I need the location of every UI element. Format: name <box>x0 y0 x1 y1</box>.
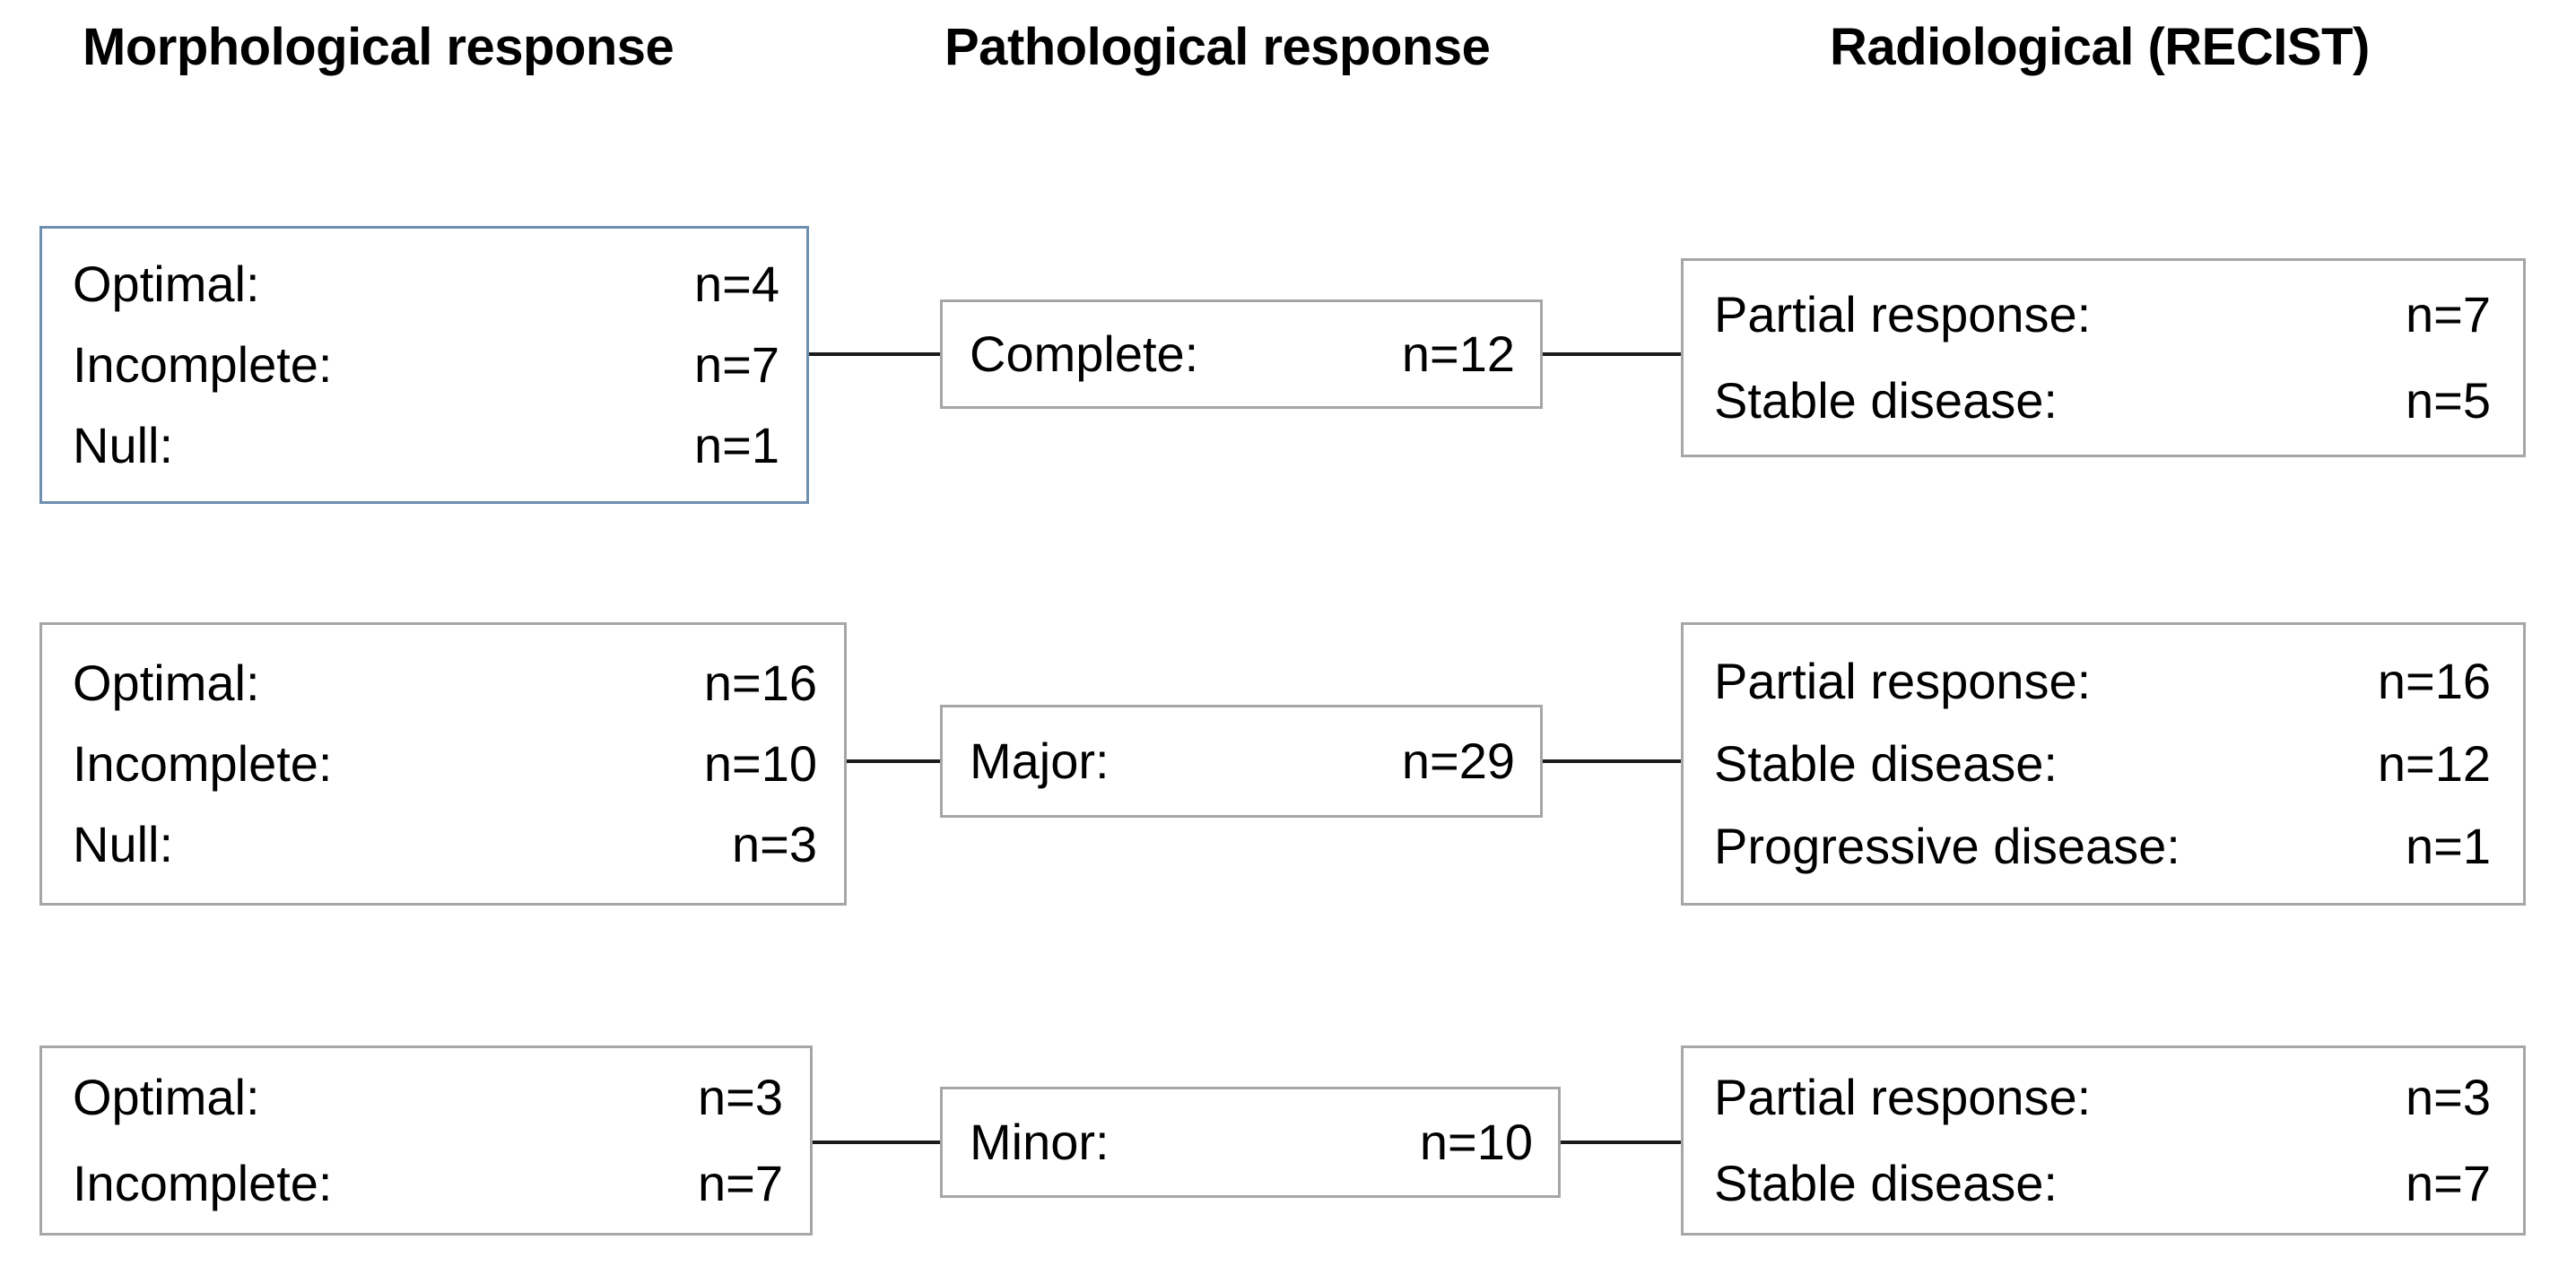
line-value: n=16 <box>703 655 817 711</box>
line-value: n=10 <box>703 735 817 792</box>
box-line: Partial response: n=7 <box>1714 290 2491 340</box>
box-pathological-major[interactable]: Major: n=29 <box>940 705 1543 818</box>
line-value: n=7 <box>698 1155 783 1211</box>
line-value: n=7 <box>2406 286 2491 343</box>
column-header-radiological: Radiological (RECIST) <box>1830 18 2370 76</box>
line-value: n=4 <box>694 256 779 312</box>
line-label: Minor: <box>970 1114 1110 1170</box>
line-value: n=12 <box>1401 325 1515 382</box>
box-line: Incomplete: n=10 <box>73 739 817 789</box>
line-value: n=3 <box>732 816 817 872</box>
box-morphological-minor[interactable]: Optimal: n=3 Incomplete: n=7 <box>39 1045 813 1236</box>
box-line: Stable disease: n=12 <box>1714 739 2491 789</box>
line-value: n=1 <box>694 417 779 473</box>
line-label: Stable disease: <box>1714 1155 2058 1211</box>
line-label: Optimal: <box>73 256 260 312</box>
line-label: Incomplete: <box>73 1155 333 1211</box>
box-line: Complete: n=12 <box>970 329 1515 379</box>
connector-morphological-to-pathological <box>805 759 944 763</box>
box-line: Optimal: n=3 <box>73 1072 783 1123</box>
line-value: n=5 <box>2406 372 2491 429</box>
box-pathological-complete[interactable]: Complete: n=12 <box>940 299 1543 409</box>
box-morphological-major[interactable]: Optimal: n=16 Incomplete: n=10 Null: n=3 <box>39 622 847 906</box>
box-morphological-complete[interactable]: Optimal: n=4 Incomplete: n=7 Null: n=1 <box>39 226 809 504</box>
flow-row-complete: Optimal: n=4 Incomplete: n=7 Null: n=1 C… <box>0 226 2576 504</box>
line-label: Partial response: <box>1714 286 2092 343</box>
line-label: Null: <box>73 816 174 872</box>
line-value: n=3 <box>2406 1069 2491 1125</box>
line-label: Stable disease: <box>1714 735 2058 792</box>
line-value: n=12 <box>2377 735 2491 792</box>
line-label: Incomplete: <box>73 735 333 792</box>
box-pathological-minor[interactable]: Minor: n=10 <box>940 1087 1561 1198</box>
line-value: n=1 <box>2406 818 2491 874</box>
line-label: Partial response: <box>1714 1069 2092 1125</box>
line-value: n=3 <box>698 1069 783 1125</box>
box-line: Null: n=1 <box>73 421 779 471</box>
line-value: n=7 <box>694 336 779 393</box>
box-line: Partial response: n=3 <box>1714 1072 2491 1123</box>
box-line: Progressive disease: n=1 <box>1714 821 2491 872</box>
flow-row-minor: Optimal: n=3 Incomplete: n=7 Minor: n=10… <box>0 1045 2576 1275</box>
box-line: Optimal: n=4 <box>73 259 779 309</box>
line-label: Optimal: <box>73 1069 260 1125</box>
box-line: Null: n=3 <box>73 820 817 870</box>
column-header-pathological: Pathological response <box>944 18 1491 76</box>
line-label: Partial response: <box>1714 653 2092 709</box>
line-value: n=7 <box>2406 1155 2491 1211</box>
box-line: Stable disease: n=7 <box>1714 1158 2491 1209</box>
line-value: n=16 <box>2377 653 2491 709</box>
box-radiological-major[interactable]: Partial response: n=16 Stable disease: n… <box>1681 622 2526 906</box>
line-label: Optimal: <box>73 655 260 711</box>
line-label: Null: <box>73 417 174 473</box>
box-radiological-complete[interactable]: Partial response: n=7 Stable disease: n=… <box>1681 258 2526 457</box>
column-header-morphological: Morphological response <box>83 18 674 76</box>
connector-pathological-to-radiological <box>1539 352 1684 356</box>
connector-pathological-to-radiological <box>1539 759 1684 763</box>
line-label: Major: <box>970 733 1110 789</box>
box-line: Stable disease: n=5 <box>1714 376 2491 426</box>
box-line: Minor: n=10 <box>970 1117 1533 1167</box>
line-label: Stable disease: <box>1714 372 2058 429</box>
line-label: Progressive disease: <box>1714 818 2180 874</box>
line-value: n=10 <box>1419 1114 1533 1170</box>
connector-morphological-to-pathological <box>805 1141 944 1144</box>
connector-pathological-to-radiological <box>1557 1141 1684 1144</box>
line-label: Complete: <box>970 325 1199 382</box>
box-line: Incomplete: n=7 <box>73 1158 783 1209</box>
line-value: n=29 <box>1401 733 1515 789</box>
box-radiological-minor[interactable]: Partial response: n=3 Stable disease: n=… <box>1681 1045 2526 1236</box>
line-label: Incomplete: <box>73 336 333 393</box>
box-line: Major: n=29 <box>970 736 1515 786</box>
box-line: Incomplete: n=7 <box>73 340 779 390</box>
flow-row-major: Optimal: n=16 Incomplete: n=10 Null: n=3… <box>0 622 2576 906</box>
connector-morphological-to-pathological <box>805 352 944 356</box>
box-line: Optimal: n=16 <box>73 658 817 708</box>
box-line: Partial response: n=16 <box>1714 656 2491 707</box>
